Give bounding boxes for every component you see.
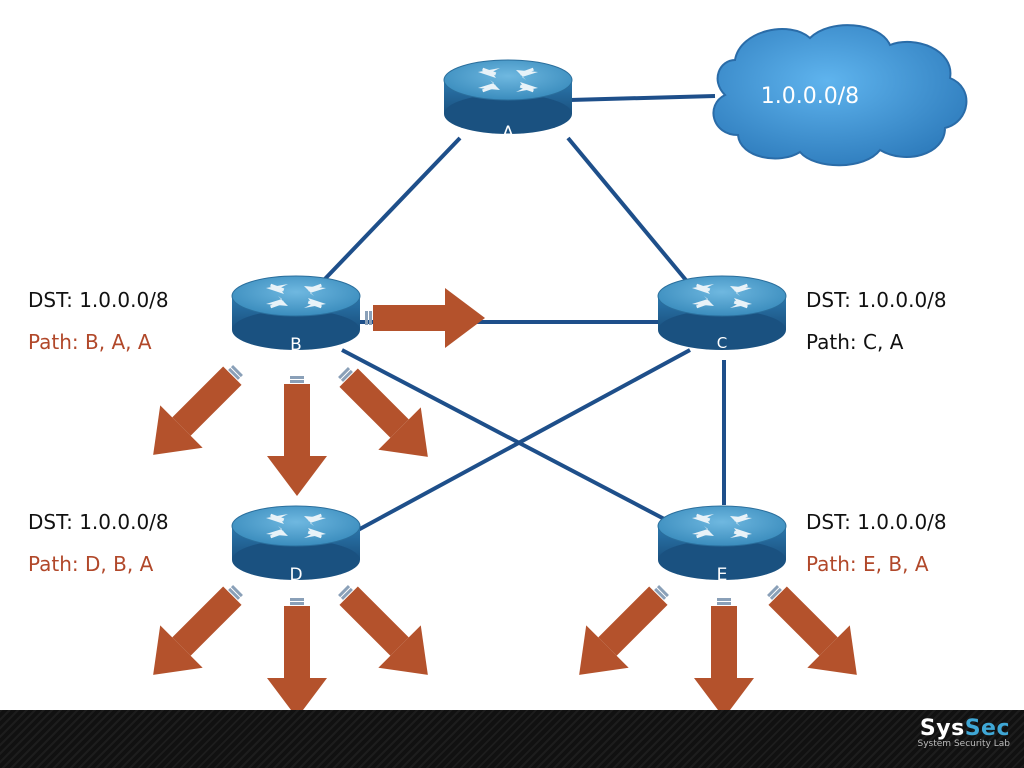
arrows-from-d — [131, 568, 450, 718]
table-b-dst: DST: 1.0.0.0/8 — [28, 288, 169, 312]
table-e-path-extra: , A — [902, 552, 929, 576]
table-d-path-main: Path: D, B — [28, 552, 127, 576]
brand-subtitle: System Security Lab — [917, 739, 1010, 749]
cloud-label: 1.0.0.0/8 — [761, 84, 859, 109]
router-d-label: D — [289, 565, 302, 585]
table-e-path: Path: E, B, A — [806, 552, 929, 576]
router-b: B — [231, 275, 361, 355]
table-b-path: Path: B, A, A — [28, 330, 152, 354]
router-b-label: B — [290, 335, 302, 355]
arrow-d-down-left — [131, 568, 260, 697]
table-d-path: Path: D, B, A — [28, 552, 153, 576]
link-a-b — [320, 136, 462, 284]
arrow-e-down — [694, 598, 754, 718]
brand-part2: Sec — [964, 716, 1010, 741]
link-a-c — [566, 136, 692, 287]
arrow-d-down — [267, 598, 327, 718]
brand-logo: SysSec System Security Lab — [918, 716, 1010, 749]
router-c-label: C — [717, 334, 727, 352]
table-d-dst: DST: 1.0.0.0/8 — [28, 510, 169, 534]
table-b-path-extra: , A — [125, 330, 152, 354]
router-e-label: E — [717, 565, 728, 585]
footer-pattern — [0, 710, 1024, 768]
router-e: E — [657, 505, 787, 585]
router-a: A — [443, 59, 573, 143]
network-cloud: 1.0.0.0/8 — [712, 24, 968, 167]
link-c-d — [357, 348, 691, 532]
link-a-cloud — [569, 94, 716, 102]
router-c: C — [657, 275, 787, 352]
arrow-d-down-right — [321, 568, 450, 697]
brand-part1: Sys — [919, 716, 965, 741]
table-e-path-main: Path: E, B — [806, 552, 903, 576]
arrow-b-down — [267, 376, 327, 496]
footer-bar: SysSec System Security Lab — [0, 710, 1024, 768]
arrows-from-e — [557, 568, 879, 718]
arrow-b-down-right — [321, 350, 450, 479]
table-b-path-main: Path: B, A — [28, 330, 126, 354]
arrow-e-down-left — [557, 568, 686, 697]
arrow-e-down-right — [750, 568, 879, 697]
table-c-path: Path: C, A — [806, 330, 904, 354]
arrow-b-down-left — [131, 348, 260, 477]
table-d-path-extra: , A — [126, 552, 154, 576]
link-b-e — [341, 348, 671, 524]
brand-name: SysSec — [918, 716, 1010, 741]
router-d: D — [231, 505, 361, 585]
router-a-label: A — [502, 123, 514, 143]
table-e-dst: DST: 1.0.0.0/8 — [806, 510, 947, 534]
table-c-dst: DST: 1.0.0.0/8 — [806, 288, 947, 312]
arrow-b-to-c — [365, 288, 485, 348]
